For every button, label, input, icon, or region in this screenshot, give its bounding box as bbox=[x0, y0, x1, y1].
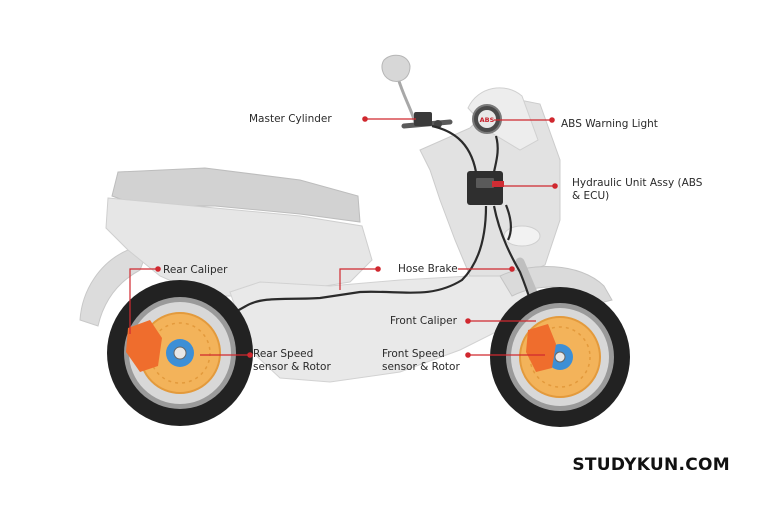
rear-axle bbox=[173, 346, 187, 360]
leader-master-cylinder-dot bbox=[362, 116, 368, 122]
rear-rotor-holes bbox=[149, 322, 211, 384]
rear-caliper bbox=[126, 320, 162, 372]
label-front-speed-sensor: Front Speed sensor & Rotor bbox=[382, 348, 460, 373]
leader-hose-brake-dot bbox=[375, 266, 381, 272]
leader-hose-brake bbox=[339, 268, 378, 290]
leader-front-speed-dot bbox=[465, 352, 471, 358]
instrument-gauge: ABS bbox=[472, 104, 502, 134]
label-hose-brake: Hose Brake bbox=[398, 263, 458, 275]
leader-hose-brake-right-dot bbox=[509, 266, 515, 272]
hydraulic-unit bbox=[467, 171, 504, 205]
mirror bbox=[381, 54, 411, 82]
brand-watermark: STUDYKUN.COM bbox=[572, 455, 730, 475]
leader-abs-warning-dot bbox=[549, 117, 555, 123]
handlebar-assembly bbox=[381, 54, 453, 129]
front-rotor-holes bbox=[529, 326, 591, 388]
headlight bbox=[503, 225, 541, 247]
hose-master-to-hu bbox=[431, 124, 478, 173]
hydraulic-unit-connector bbox=[492, 181, 504, 187]
master-cylinder-unit bbox=[414, 112, 432, 126]
hydraulic-unit-ecu bbox=[476, 178, 494, 188]
hose-hu-sensor bbox=[504, 204, 512, 241]
front-wheel bbox=[490, 287, 630, 427]
windscreen bbox=[467, 87, 539, 151]
hose-gauge-to-hu bbox=[492, 135, 499, 173]
rear-wheel bbox=[107, 280, 253, 426]
leader-rear-caliper-dot bbox=[155, 266, 161, 272]
leader-hydraulic-unit-dot bbox=[552, 183, 558, 189]
label-front-caliper: Front Caliper bbox=[390, 315, 457, 327]
label-rear-speed-sensor: Rear Speed sensor & Rotor bbox=[253, 348, 331, 373]
label-rear-caliper: Rear Caliper bbox=[163, 264, 228, 276]
leader-lines bbox=[129, 116, 558, 358]
label-abs-warning-light: ABS Warning Light bbox=[561, 118, 658, 130]
front-axle bbox=[554, 351, 566, 363]
front-caliper bbox=[526, 324, 556, 372]
label-hydraulic-unit: Hydraulic Unit Assy (ABS & ECU) bbox=[572, 177, 703, 202]
leader-front-caliper-dot bbox=[465, 318, 471, 324]
label-master-cylinder: Master Cylinder bbox=[249, 113, 332, 125]
leader-rear-speed-dot bbox=[247, 352, 253, 358]
gauge-abs-text: ABS bbox=[480, 116, 495, 124]
leader-rear-caliper bbox=[129, 268, 158, 334]
gauge-inner bbox=[478, 110, 496, 128]
